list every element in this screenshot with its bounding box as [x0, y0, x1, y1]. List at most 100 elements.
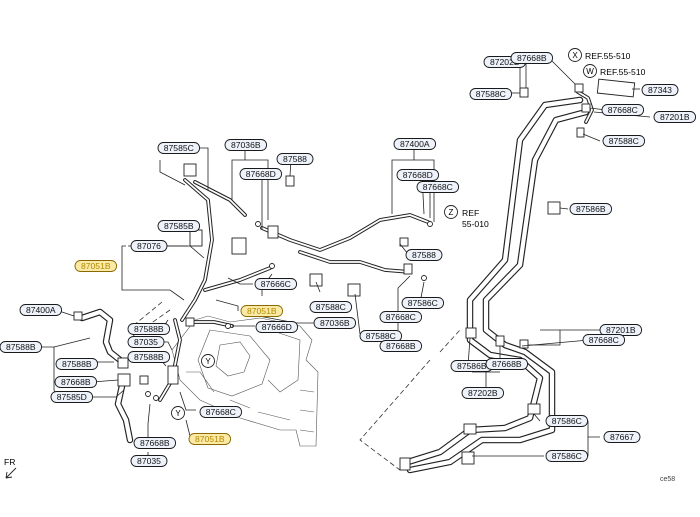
callout-y-1[interactable]: Y — [201, 354, 215, 368]
part-label-87668b[interactable]: 87668B — [510, 52, 554, 64]
part-label-code: 87201B — [660, 112, 690, 122]
ref-w-letter: W — [586, 67, 594, 76]
part-label-87586c[interactable]: 87586C — [545, 415, 589, 427]
part-label-87400a[interactable]: 87400A — [393, 138, 437, 150]
part-label-box — [130, 240, 168, 252]
part-label-code: 87035 — [134, 337, 158, 347]
part-label-box — [469, 88, 513, 100]
part-label-box — [127, 336, 165, 348]
part-label-code: 87051B — [247, 306, 277, 316]
ref-w[interactable]: W REF.55-510 — [583, 64, 646, 78]
part-label-box — [359, 330, 403, 342]
part-label-code: 87343 — [648, 85, 672, 95]
part-label-code: 87668D — [403, 170, 433, 180]
part-label-box — [393, 138, 437, 150]
part-label-box — [239, 168, 283, 180]
part-label-box — [55, 358, 99, 370]
part-label-code: 87586C — [408, 298, 438, 308]
part-label-87668c[interactable]: 87668C — [379, 311, 423, 323]
part-label-code: 87586B — [457, 361, 487, 371]
part-label-87585c[interactable]: 87585C — [157, 142, 201, 154]
part-label-87343[interactable]: 87343 — [641, 84, 679, 96]
part-label-box — [485, 358, 529, 370]
part-label-87668c[interactable]: 87668C — [601, 104, 645, 116]
part-label-code: 87588 — [283, 154, 307, 164]
part-label-87035[interactable]: 87035 — [130, 455, 168, 467]
part-label-87201b[interactable]: 87201B — [599, 324, 643, 336]
part-label-box — [50, 391, 94, 403]
part-label-87051b[interactable]: 87051B — [74, 260, 118, 272]
part-label-box — [188, 433, 232, 445]
part-label-87036b[interactable]: 87036B — [313, 317, 357, 329]
diagram-id-code: ce58 — [660, 476, 675, 483]
part-label-code: 87588B — [134, 324, 164, 334]
ref-x-text: REF.55-510 — [585, 51, 631, 61]
part-label-code: 87668B — [61, 377, 91, 387]
part-label-87588[interactable]: 87588 — [405, 249, 443, 261]
part-label-87667[interactable]: 87667 — [603, 431, 641, 443]
part-label-87668b[interactable]: 87668B — [133, 437, 177, 449]
part-label-87035[interactable]: 87035 — [127, 336, 165, 348]
part-label-box — [199, 406, 243, 418]
ref-z[interactable]: Z REF 55-010 — [444, 205, 489, 230]
part-label-87588b[interactable]: 87588B — [55, 358, 99, 370]
part-label-87588c[interactable]: 87588C — [309, 301, 353, 313]
part-label-87588b[interactable]: 87588B — [127, 323, 171, 335]
part-label-87666c[interactable]: 87666C — [254, 278, 298, 290]
part-label-87051b[interactable]: 87051B — [188, 433, 232, 445]
part-label-87588c[interactable]: 87588C — [359, 330, 403, 342]
part-label-87076[interactable]: 87076 — [130, 240, 168, 252]
part-label-87668c[interactable]: 87668C — [416, 181, 460, 193]
part-label-box — [224, 139, 268, 151]
part-label-box — [157, 142, 201, 154]
part-label-87668c[interactable]: 87668C — [582, 334, 626, 346]
part-label-box — [396, 169, 440, 181]
part-label-code: 87585D — [57, 392, 87, 402]
part-label-87051b[interactable]: 87051B — [240, 305, 284, 317]
part-label-87588b[interactable]: 87588B — [0, 341, 43, 353]
part-label-box — [240, 305, 284, 317]
part-label-box — [157, 220, 201, 232]
part-label-87586c[interactable]: 87586C — [545, 450, 589, 462]
part-label-box — [602, 135, 646, 147]
part-label-87666d[interactable]: 87666D — [255, 321, 299, 333]
part-label-code: 87668B — [517, 53, 547, 63]
part-label-code: 87400A — [26, 305, 56, 315]
ref-x[interactable]: X REF.55-510 — [568, 48, 631, 62]
part-label-code: 87588C — [316, 302, 346, 312]
part-label-87400a[interactable]: 87400A — [19, 304, 63, 316]
part-label-87588b[interactable]: 87588B — [127, 351, 171, 363]
part-label-code: 87668D — [246, 169, 276, 179]
part-label-87036b[interactable]: 87036B — [224, 139, 268, 151]
front-indicator: FR — [4, 457, 17, 479]
part-label-87668b[interactable]: 87668B — [379, 340, 423, 352]
part-label-box — [510, 52, 554, 64]
ref-w-text: REF.55-510 — [600, 67, 646, 77]
part-label-87585d[interactable]: 87585D — [50, 391, 94, 403]
part-label-87588c[interactable]: 87588C — [602, 135, 646, 147]
part-label-code: 87051B — [195, 434, 225, 444]
part-label-box — [416, 181, 460, 193]
callout-y-2[interactable]: Y — [171, 406, 185, 420]
part-label-87588[interactable]: 87588 — [276, 153, 314, 165]
part-label-87668c[interactable]: 87668C — [199, 406, 243, 418]
fittings — [73, 78, 636, 471]
part-label-87202b[interactable]: 87202B — [461, 387, 505, 399]
part-label-box — [401, 297, 445, 309]
part-label-87668d[interactable]: 87668D — [239, 168, 283, 180]
ref-z-letter: Z — [449, 208, 454, 217]
part-label-box — [74, 260, 118, 272]
part-label-87668b[interactable]: 87668B — [485, 358, 529, 370]
part-label-code: 87588B — [134, 352, 164, 362]
part-label-87201b[interactable]: 87201B — [653, 111, 697, 123]
part-label-box — [127, 351, 171, 363]
part-label-87585b[interactable]: 87585B — [157, 220, 201, 232]
part-label-box — [54, 376, 98, 388]
part-label-87668d[interactable]: 87668D — [396, 169, 440, 181]
part-label-87586c[interactable]: 87586C — [401, 297, 445, 309]
part-label-87588c[interactable]: 87588C — [469, 88, 513, 100]
part-label-87668b[interactable]: 87668B — [54, 376, 98, 388]
part-label-code: 87588C — [476, 89, 506, 99]
part-label-87586b[interactable]: 87586B — [569, 203, 613, 215]
